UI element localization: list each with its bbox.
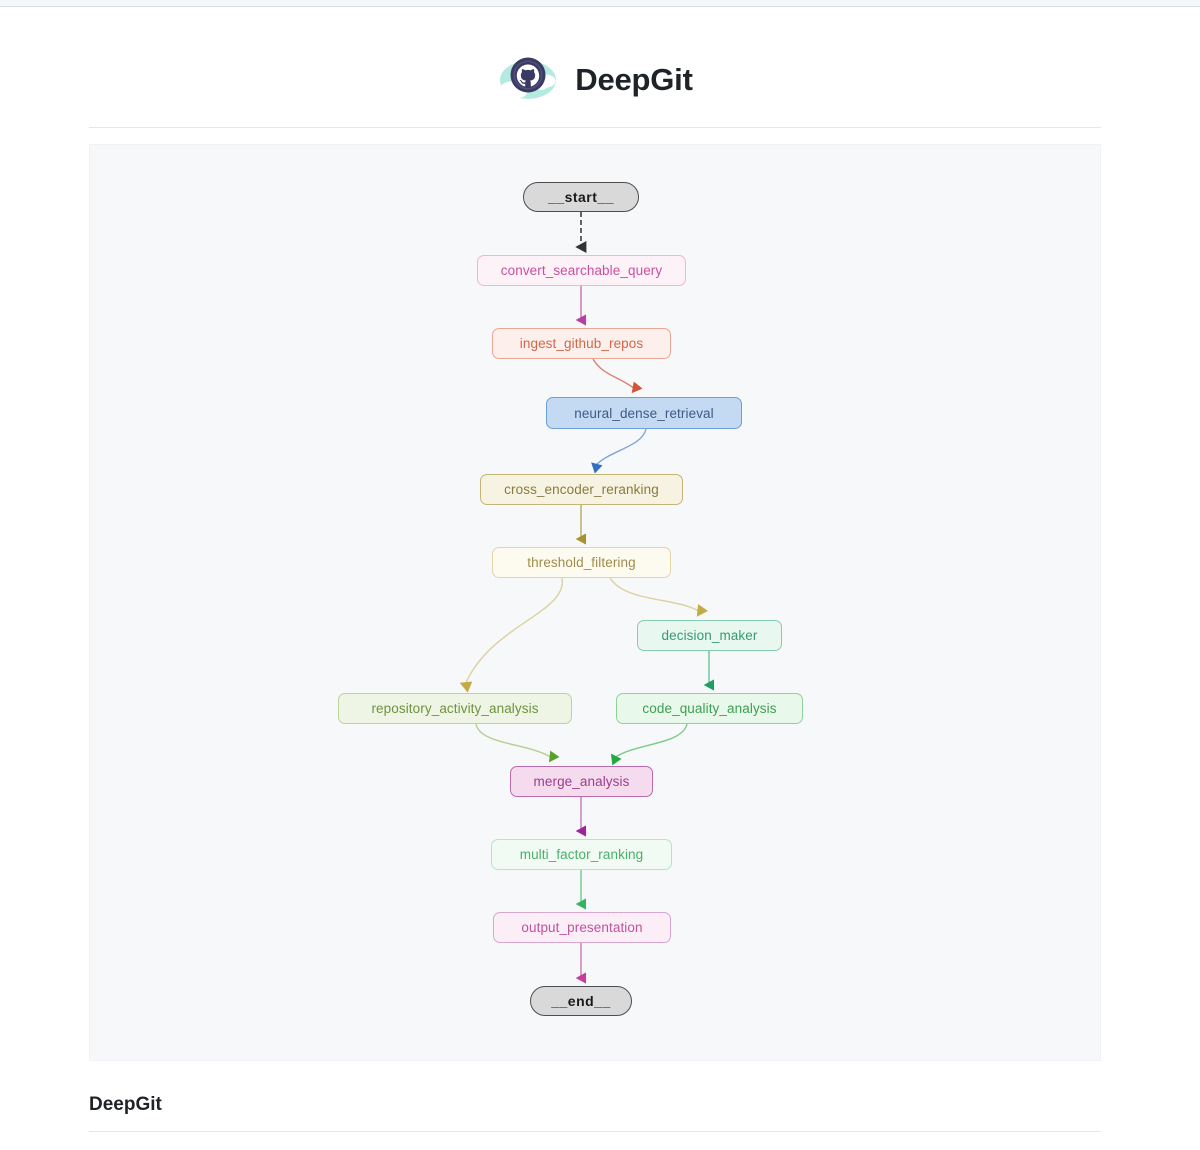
graph-node-ingest-github-repos[interactable]: ingest_github_repos xyxy=(492,328,671,359)
footer-divider xyxy=(89,1131,1101,1132)
graph-node-output-presentation[interactable]: output_presentation xyxy=(493,912,671,943)
header-divider xyxy=(89,127,1101,128)
graph-node-end[interactable]: __end__ xyxy=(530,986,632,1016)
footer-title: DeepGit xyxy=(89,1094,162,1115)
graph-node-neural-dense-retrieval[interactable]: neural_dense_retrieval xyxy=(546,397,742,429)
graph-node-label: output_presentation xyxy=(521,920,643,935)
graph-node-threshold-filtering[interactable]: threshold_filtering xyxy=(492,547,671,578)
graph-node-label: repository_activity_analysis xyxy=(371,701,539,716)
graph-node-repository-activity-analysis[interactable]: repository_activity_analysis xyxy=(338,693,572,724)
graph-node-label: merge_analysis xyxy=(533,774,630,789)
edge-repository-activity-to-merge xyxy=(475,723,560,763)
graph-node-merge-analysis[interactable]: merge_analysis xyxy=(510,766,653,797)
graph-edges xyxy=(459,212,715,984)
graph-node-label: cross_encoder_reranking xyxy=(504,482,659,497)
edge-threshold-to-decision-maker xyxy=(609,577,708,617)
edge-neural-to-cross xyxy=(591,428,647,474)
app-header: DeepGit xyxy=(89,40,1101,118)
edge-ingest-to-neural xyxy=(592,358,643,394)
graph-node-multi-factor-ranking[interactable]: multi_factor_ranking xyxy=(491,839,672,870)
edge-code-quality-to-merge xyxy=(610,723,688,766)
github-octocat-cloud-logo-icon xyxy=(497,48,559,110)
graph-node-decision-maker[interactable]: decision_maker xyxy=(637,620,782,651)
graph-node-cross-encoder-reranking[interactable]: cross_encoder_reranking xyxy=(480,474,683,505)
graph-node-convert-searchable-query[interactable]: convert_searchable_query xyxy=(477,255,686,286)
graph-node-label: __end__ xyxy=(551,993,611,1009)
edge-threshold-to-repository-activity xyxy=(459,577,563,693)
graph-node-label: __start__ xyxy=(548,189,614,205)
graph-node-label: convert_searchable_query xyxy=(500,263,663,278)
page-title: DeepGit xyxy=(575,61,693,97)
graph-node-start[interactable]: __start__ xyxy=(523,182,639,212)
graph-node-label: code_quality_analysis xyxy=(642,701,777,716)
graph-node-label: decision_maker xyxy=(661,628,758,643)
graph-node-code-quality-analysis[interactable]: code_quality_analysis xyxy=(616,693,803,724)
graph-node-label: threshold_filtering xyxy=(527,555,636,570)
graph-node-label: neural_dense_retrieval xyxy=(574,405,714,421)
graph-canvas: __start__ convert_searchable_query inges… xyxy=(89,144,1101,1061)
graph-node-label: ingest_github_repos xyxy=(519,336,644,351)
graph-node-label: multi_factor_ranking xyxy=(519,847,644,862)
top-strip xyxy=(0,0,1200,7)
